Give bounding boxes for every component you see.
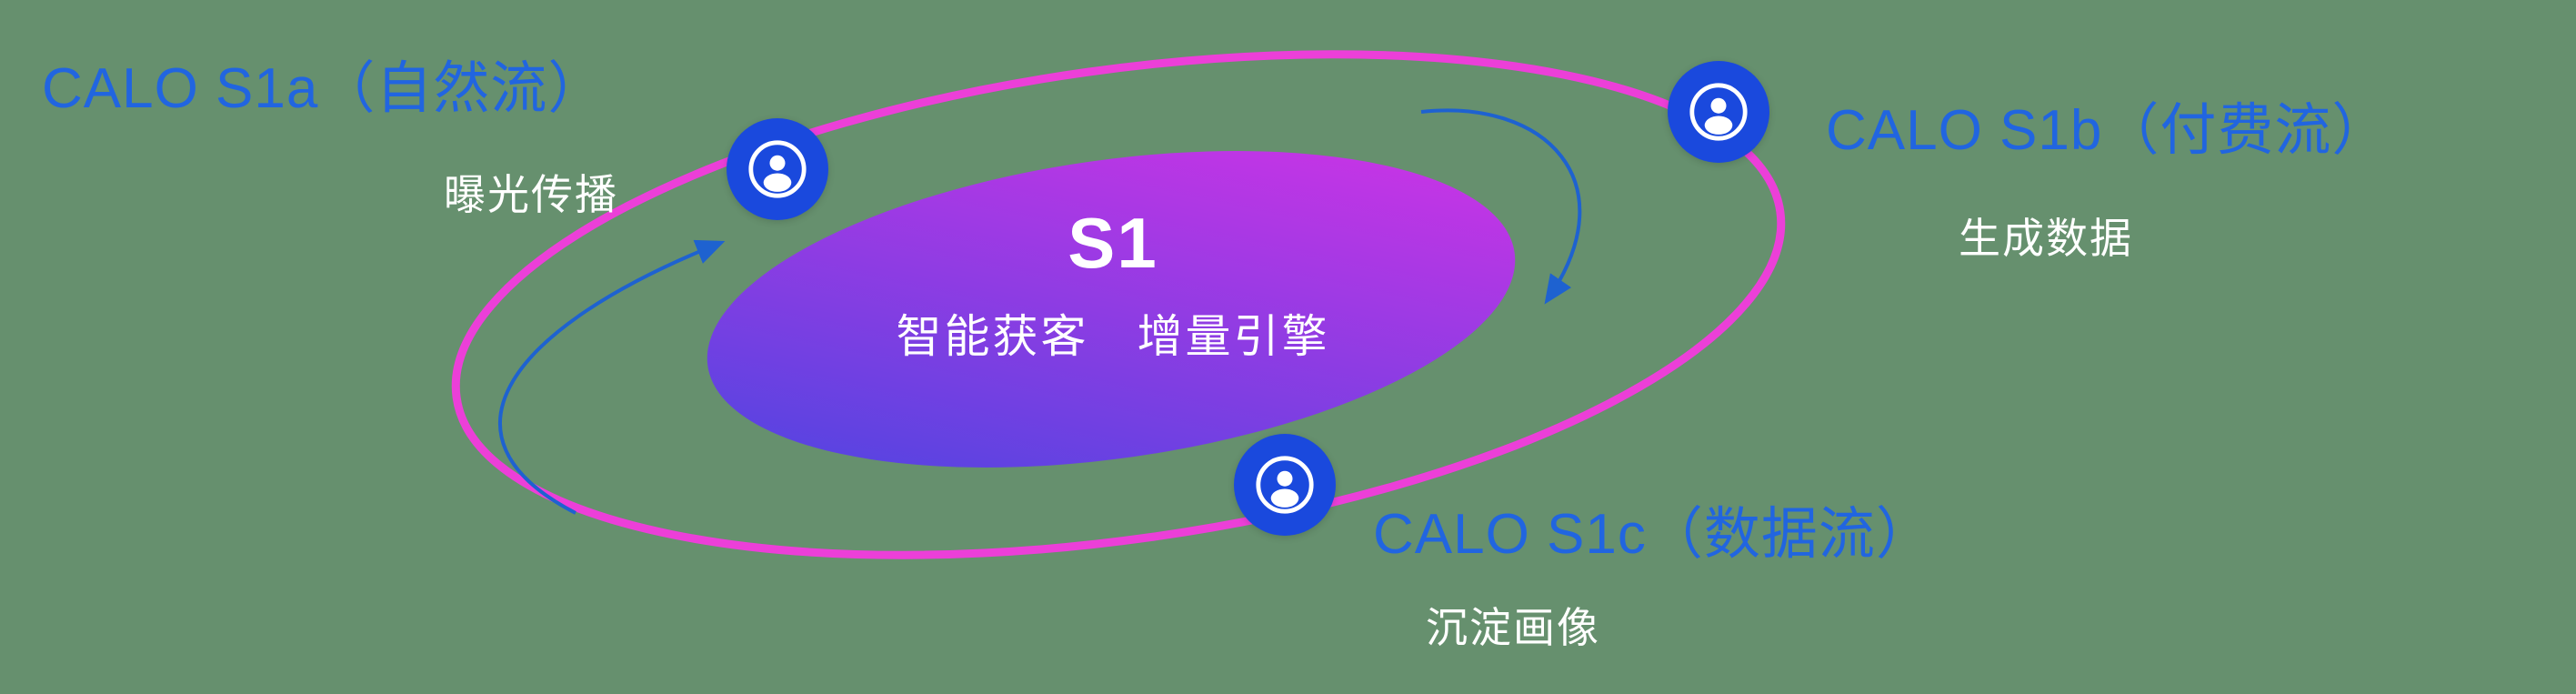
label-s1b: CALO S1b（付费流）: [1826, 99, 2390, 162]
label-s1c: CALO S1c（数据流）: [1373, 503, 1933, 566]
label-s1a: CALO S1a（自然流）: [42, 57, 606, 120]
node-s1c: [1234, 434, 1336, 536]
center-title: S1: [1067, 203, 1158, 283]
sublabel-s1c: 沉淀画像: [1426, 604, 1600, 651]
flow-arrow-left: [498, 239, 726, 515]
person-icon: [1689, 83, 1748, 141]
node-s1b: [1668, 61, 1769, 163]
sublabel-s1b: 生成数据: [1959, 215, 2133, 262]
sublabel-s1a: 曝光传播: [444, 171, 618, 218]
person-icon: [748, 140, 807, 198]
center-ellipse: [707, 151, 1516, 468]
node-s1a: [727, 118, 828, 220]
orbit-ring: [451, 50, 1786, 559]
flow-arrow-right: [1420, 108, 1582, 305]
center-subtitle: 智能获客 增量引擎: [896, 311, 1330, 362]
person-icon: [1256, 456, 1314, 514]
